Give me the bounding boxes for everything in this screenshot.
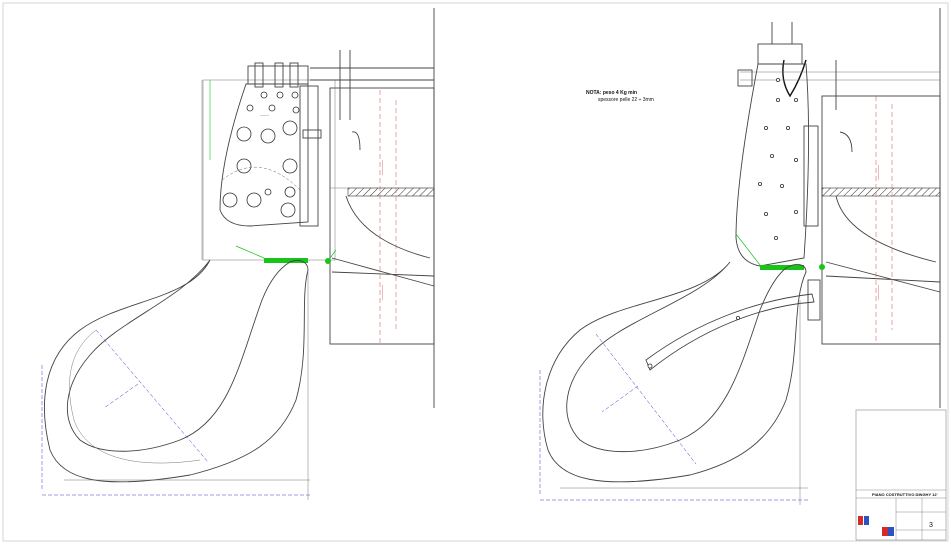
rudder-blade-right	[542, 261, 807, 483]
hole	[236, 126, 252, 142]
small-holes-right	[758, 78, 799, 240]
pintle-3-left	[289, 62, 299, 88]
red-dim-label: ———	[380, 160, 386, 175]
tiller-post-left	[339, 50, 351, 120]
hole	[260, 91, 268, 99]
title-frame	[855, 409, 947, 541]
hole	[647, 363, 653, 369]
hinge-block-left	[247, 65, 309, 85]
red-dim-label: ———	[876, 285, 882, 300]
hole	[276, 91, 284, 99]
red-dim-label: ———	[380, 285, 386, 300]
logo-mark-red	[858, 516, 863, 525]
rudder-head-plate-right	[735, 63, 810, 267]
blade-root-marker-right	[760, 265, 804, 270]
blade-inner-contour-left	[69, 329, 201, 464]
swing-arc-left	[221, 166, 301, 191]
hull-curve-left	[345, 195, 431, 259]
pivot-point-right	[819, 264, 825, 270]
hole	[291, 91, 299, 99]
hole	[282, 158, 298, 174]
hatched-floor-right	[821, 187, 941, 197]
drawing-title: PIANO COSTRUTTIVO DINGHY 12'	[872, 492, 938, 497]
gudgeon-strip-left	[299, 85, 319, 227]
hole	[736, 315, 741, 320]
blade-chord-dim-right	[595, 333, 697, 465]
logo-flag-blue	[888, 527, 894, 536]
rudder-blade-left	[43, 259, 309, 483]
title-block: PIANO COSTRUTTIVO DINGHY 12' 3	[855, 409, 947, 541]
right-rudder-view: ——— ———	[539, 8, 941, 505]
hole	[268, 104, 276, 112]
gudgeon-strip-right	[803, 125, 819, 227]
sheet-border	[2, 2, 949, 542]
hole	[282, 120, 298, 136]
keel-lines-right	[825, 261, 941, 293]
construction-note: NOTA: peso 4 Kg min spessore pelle 22 ÷ …	[586, 90, 654, 103]
keel-lines-left	[331, 257, 435, 287]
tiller-end-right	[737, 69, 753, 87]
logo-mark-blue	[864, 516, 869, 525]
gudgeon-clamp-left	[302, 129, 322, 139]
green-leaders-left	[235, 245, 337, 262]
head-posts-right	[771, 22, 793, 44]
green-leader-right	[735, 233, 761, 266]
logo-flag-red	[882, 527, 890, 536]
hole	[284, 186, 296, 198]
brace-arm-right	[645, 293, 815, 371]
blade-root-marker-left	[264, 258, 308, 263]
left-rudder-view: ——— ——— ———	[41, 8, 435, 500]
blade-section-dim-left	[103, 383, 139, 409]
head-top-right	[757, 43, 803, 65]
hole	[236, 158, 252, 174]
note-line-1: NOTA: peso 4 Kg min	[586, 90, 637, 96]
transom-frame-right	[821, 95, 941, 345]
tiller-bar-right	[740, 71, 940, 81]
hole	[222, 192, 238, 208]
red-dim-label: ———	[876, 165, 882, 180]
rope-loop-right	[782, 59, 807, 98]
hull-curve-right	[835, 195, 937, 263]
hole	[280, 202, 296, 218]
blade-section-dim-right	[601, 385, 639, 413]
hole	[264, 188, 272, 196]
plate-label-left: ———	[260, 113, 269, 117]
sheet-number: 3	[929, 522, 933, 529]
blade-chord-dim-left	[95, 329, 209, 463]
tiller-bar-left	[310, 67, 434, 81]
pivot-block-right	[807, 279, 821, 321]
rudder-head-plate-left	[219, 83, 309, 227]
hatched-floor-left	[347, 187, 435, 197]
pintle-1-left	[254, 62, 264, 88]
hole	[246, 104, 254, 112]
pintle-2-left	[274, 62, 284, 88]
hole	[260, 128, 276, 144]
hole	[246, 192, 262, 208]
note-line-2: spessore pelle 22 ÷ 3mm	[598, 97, 654, 103]
hook-right	[839, 131, 853, 153]
hole	[292, 106, 300, 114]
hook-left	[351, 131, 361, 151]
transom-frame-left	[329, 87, 435, 345]
